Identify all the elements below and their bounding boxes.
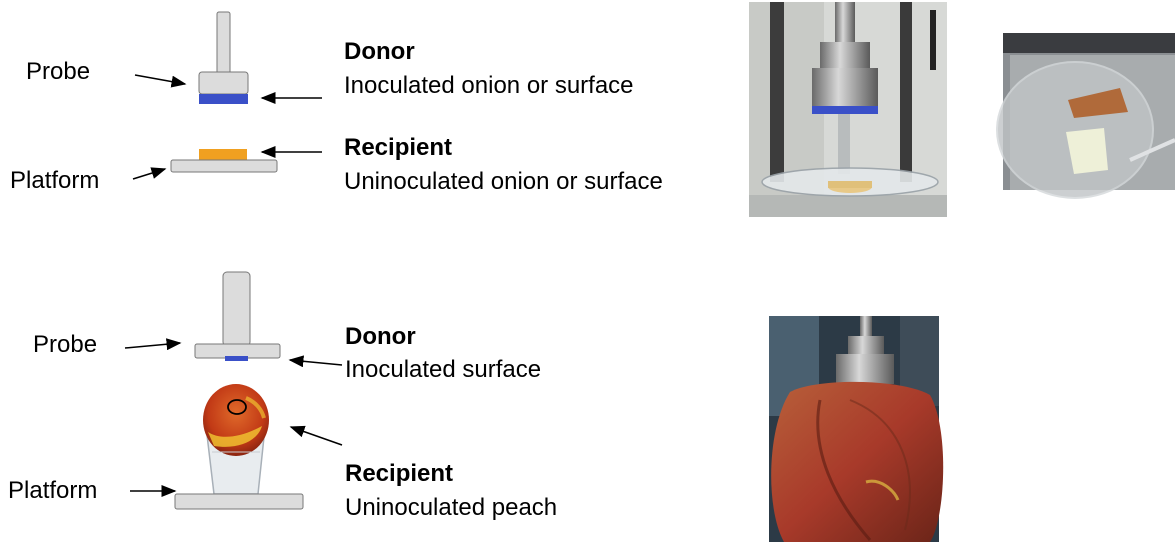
top-probe: [199, 12, 248, 104]
bottom-donor-arrow: [290, 360, 342, 365]
bottom-probe: [195, 272, 280, 361]
top-recipient-sample: [199, 149, 247, 161]
photo-onion-sample: [997, 33, 1175, 198]
photo-probe-peach: [769, 316, 943, 542]
peach-in-cup: [203, 384, 269, 494]
top-platform-arrow: [133, 169, 165, 179]
bottom-recipient-arrow: [291, 427, 342, 445]
top-probe-arrow: [135, 75, 185, 84]
bottom-recipient-title: Recipient: [345, 460, 453, 488]
bottom-recipient-desc: Uninoculated peach: [345, 494, 557, 522]
bottom-probe-label: Probe: [33, 331, 97, 359]
top-probe-label: Probe: [26, 58, 90, 86]
top-donor-title: Donor: [344, 38, 415, 66]
bottom-platform: [175, 494, 303, 509]
photo-probe-onion: [749, 2, 947, 217]
bottom-platform-label: Platform: [8, 477, 97, 505]
top-recipient-desc: Uninoculated onion or surface: [344, 168, 663, 196]
top-donor-sample: [199, 94, 248, 104]
bottom-probe-arrow: [125, 343, 180, 348]
top-donor-desc: Inoculated onion or surface: [344, 72, 634, 100]
bottom-donor-sample: [225, 356, 248, 361]
top-platform: [171, 149, 277, 172]
bottom-donor-desc: Inoculated surface: [345, 356, 541, 384]
top-platform-label: Platform: [10, 167, 99, 195]
top-recipient-title: Recipient: [344, 134, 452, 162]
bottom-donor-title: Donor: [345, 323, 416, 351]
